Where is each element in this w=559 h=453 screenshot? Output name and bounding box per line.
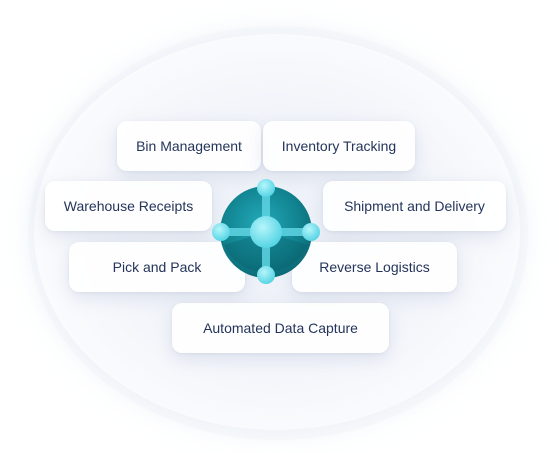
card-pick-and-pack: Pick and Pack — [69, 242, 245, 292]
card-warehouse-receipts: Warehouse Receipts — [45, 181, 212, 231]
card-reverse-logistics: Reverse Logistics — [292, 242, 457, 292]
card-bin-management: Bin Management — [117, 121, 261, 171]
logo-center-node — [250, 216, 282, 248]
logo-top-node — [257, 179, 275, 197]
logo-bottom-node — [257, 266, 275, 284]
card-inventory-tracking: Inventory Tracking — [263, 121, 415, 171]
logo-left-node — [212, 223, 230, 241]
logo-right-node — [302, 223, 320, 241]
card-shipment-and-delivery: Shipment and Delivery — [323, 181, 506, 231]
card-automated-data-capture: Automated Data Capture — [172, 303, 389, 353]
business-central-logo-icon — [212, 179, 320, 284]
